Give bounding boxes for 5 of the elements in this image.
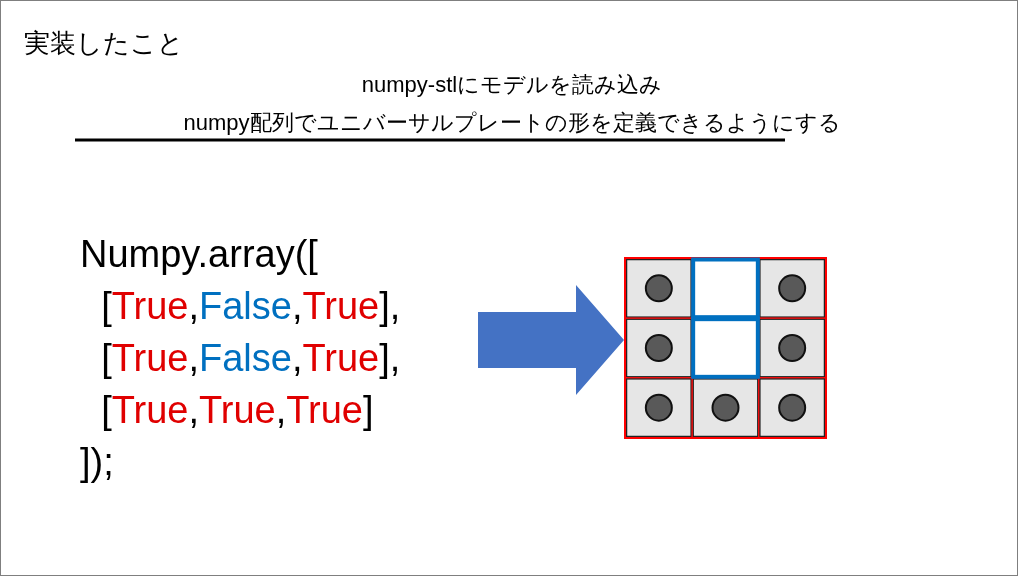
code-text: Numpy.array([ [True,False,True], [True,False,True], [True,True,True] ]); xyxy=(80,232,402,485)
block-arrow xyxy=(478,285,624,395)
slide-title: 実装したこと xyxy=(24,27,184,60)
subtitle-text: numpy-stlにモデルを読み込み xyxy=(361,71,663,99)
subtitle-text: numpy配列でユニバーサルプレートの形を定義できるようにする xyxy=(183,109,841,137)
